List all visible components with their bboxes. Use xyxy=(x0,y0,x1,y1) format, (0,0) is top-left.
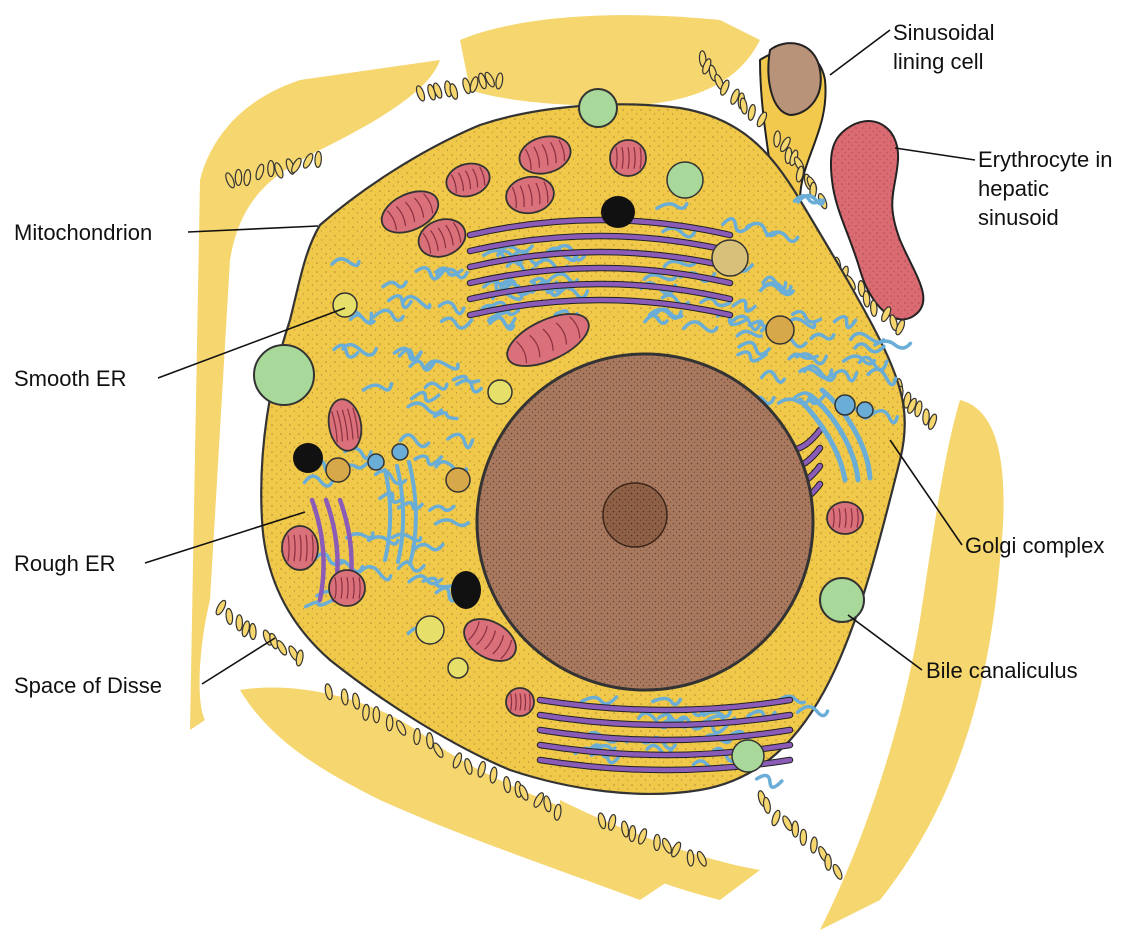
microvillus xyxy=(449,83,459,100)
microvillus xyxy=(225,608,233,625)
vesicle xyxy=(712,240,748,276)
microvillus xyxy=(770,809,781,826)
microvillus xyxy=(825,854,832,870)
vesicle xyxy=(416,616,444,644)
label-mitochondrion: Mitochondrion xyxy=(14,220,152,245)
vesicle xyxy=(732,740,764,772)
lipid-droplet xyxy=(601,196,635,228)
microvillus xyxy=(792,821,799,837)
label-line: Sinusoidal xyxy=(893,20,995,45)
label-bile-canaliculus: Bile canaliculus xyxy=(926,658,1078,683)
label-rough-er: Rough ER xyxy=(14,551,116,576)
vesicle xyxy=(835,395,855,415)
mitochondrion xyxy=(827,502,863,534)
mitochondrion xyxy=(329,570,365,606)
microvillus xyxy=(654,834,661,850)
leader-sinusoidal-lining-cell xyxy=(830,30,890,75)
microvillus xyxy=(870,300,877,316)
vesicle xyxy=(392,444,408,460)
label-space-of-disse: Space of Disse xyxy=(14,673,162,698)
hepatocyte xyxy=(254,89,910,794)
microvillus xyxy=(413,728,420,744)
vesicle xyxy=(857,402,873,418)
mitochondrion xyxy=(610,140,646,176)
lipid-droplet xyxy=(451,571,481,609)
microvillus xyxy=(800,829,807,845)
vesicle xyxy=(368,454,384,470)
label-smooth-er: Smooth ER xyxy=(14,366,127,391)
microvillus xyxy=(268,161,274,177)
label-line: sinusoid xyxy=(978,205,1059,230)
label-sinusoidal-lining-cell: Sinusoidal lining cell xyxy=(893,20,1001,74)
smooth-er-tubule xyxy=(757,775,782,787)
microvillus xyxy=(763,797,772,814)
microvillus xyxy=(249,623,256,639)
microvillus xyxy=(747,104,756,121)
label-line: lining cell xyxy=(893,49,984,74)
microvillus xyxy=(386,715,393,731)
vesicle xyxy=(667,162,703,198)
label-golgi-complex: Golgi complex xyxy=(965,533,1104,558)
mitochondrion xyxy=(506,688,534,716)
microvillus xyxy=(739,98,748,115)
leader-space-of-disse xyxy=(202,638,275,684)
microvillus xyxy=(315,151,322,167)
lipid-droplet xyxy=(293,443,323,473)
leader-bile-canaliculus xyxy=(848,615,922,670)
microvillus xyxy=(415,85,426,102)
label-line: Erythrocyte in xyxy=(978,147,1113,172)
vesicle xyxy=(446,468,470,492)
microvillus xyxy=(235,169,242,185)
vesicle xyxy=(488,380,512,404)
leader-erythrocyte xyxy=(895,148,975,160)
label-line: hepatic xyxy=(978,176,1049,201)
microvillus xyxy=(687,850,694,866)
microvillus xyxy=(831,863,843,880)
microvillus xyxy=(810,837,818,854)
label-erythrocyte: Erythrocyte in hepatic sinusoid xyxy=(978,147,1119,230)
vesicle xyxy=(448,658,468,678)
microvillus xyxy=(373,707,380,723)
vesicle xyxy=(766,316,794,344)
vesicle xyxy=(326,458,350,482)
vesicle xyxy=(333,293,357,317)
mitochondrion xyxy=(282,526,318,570)
lining-cell-nucleus xyxy=(768,43,820,115)
microvillus xyxy=(236,615,242,631)
